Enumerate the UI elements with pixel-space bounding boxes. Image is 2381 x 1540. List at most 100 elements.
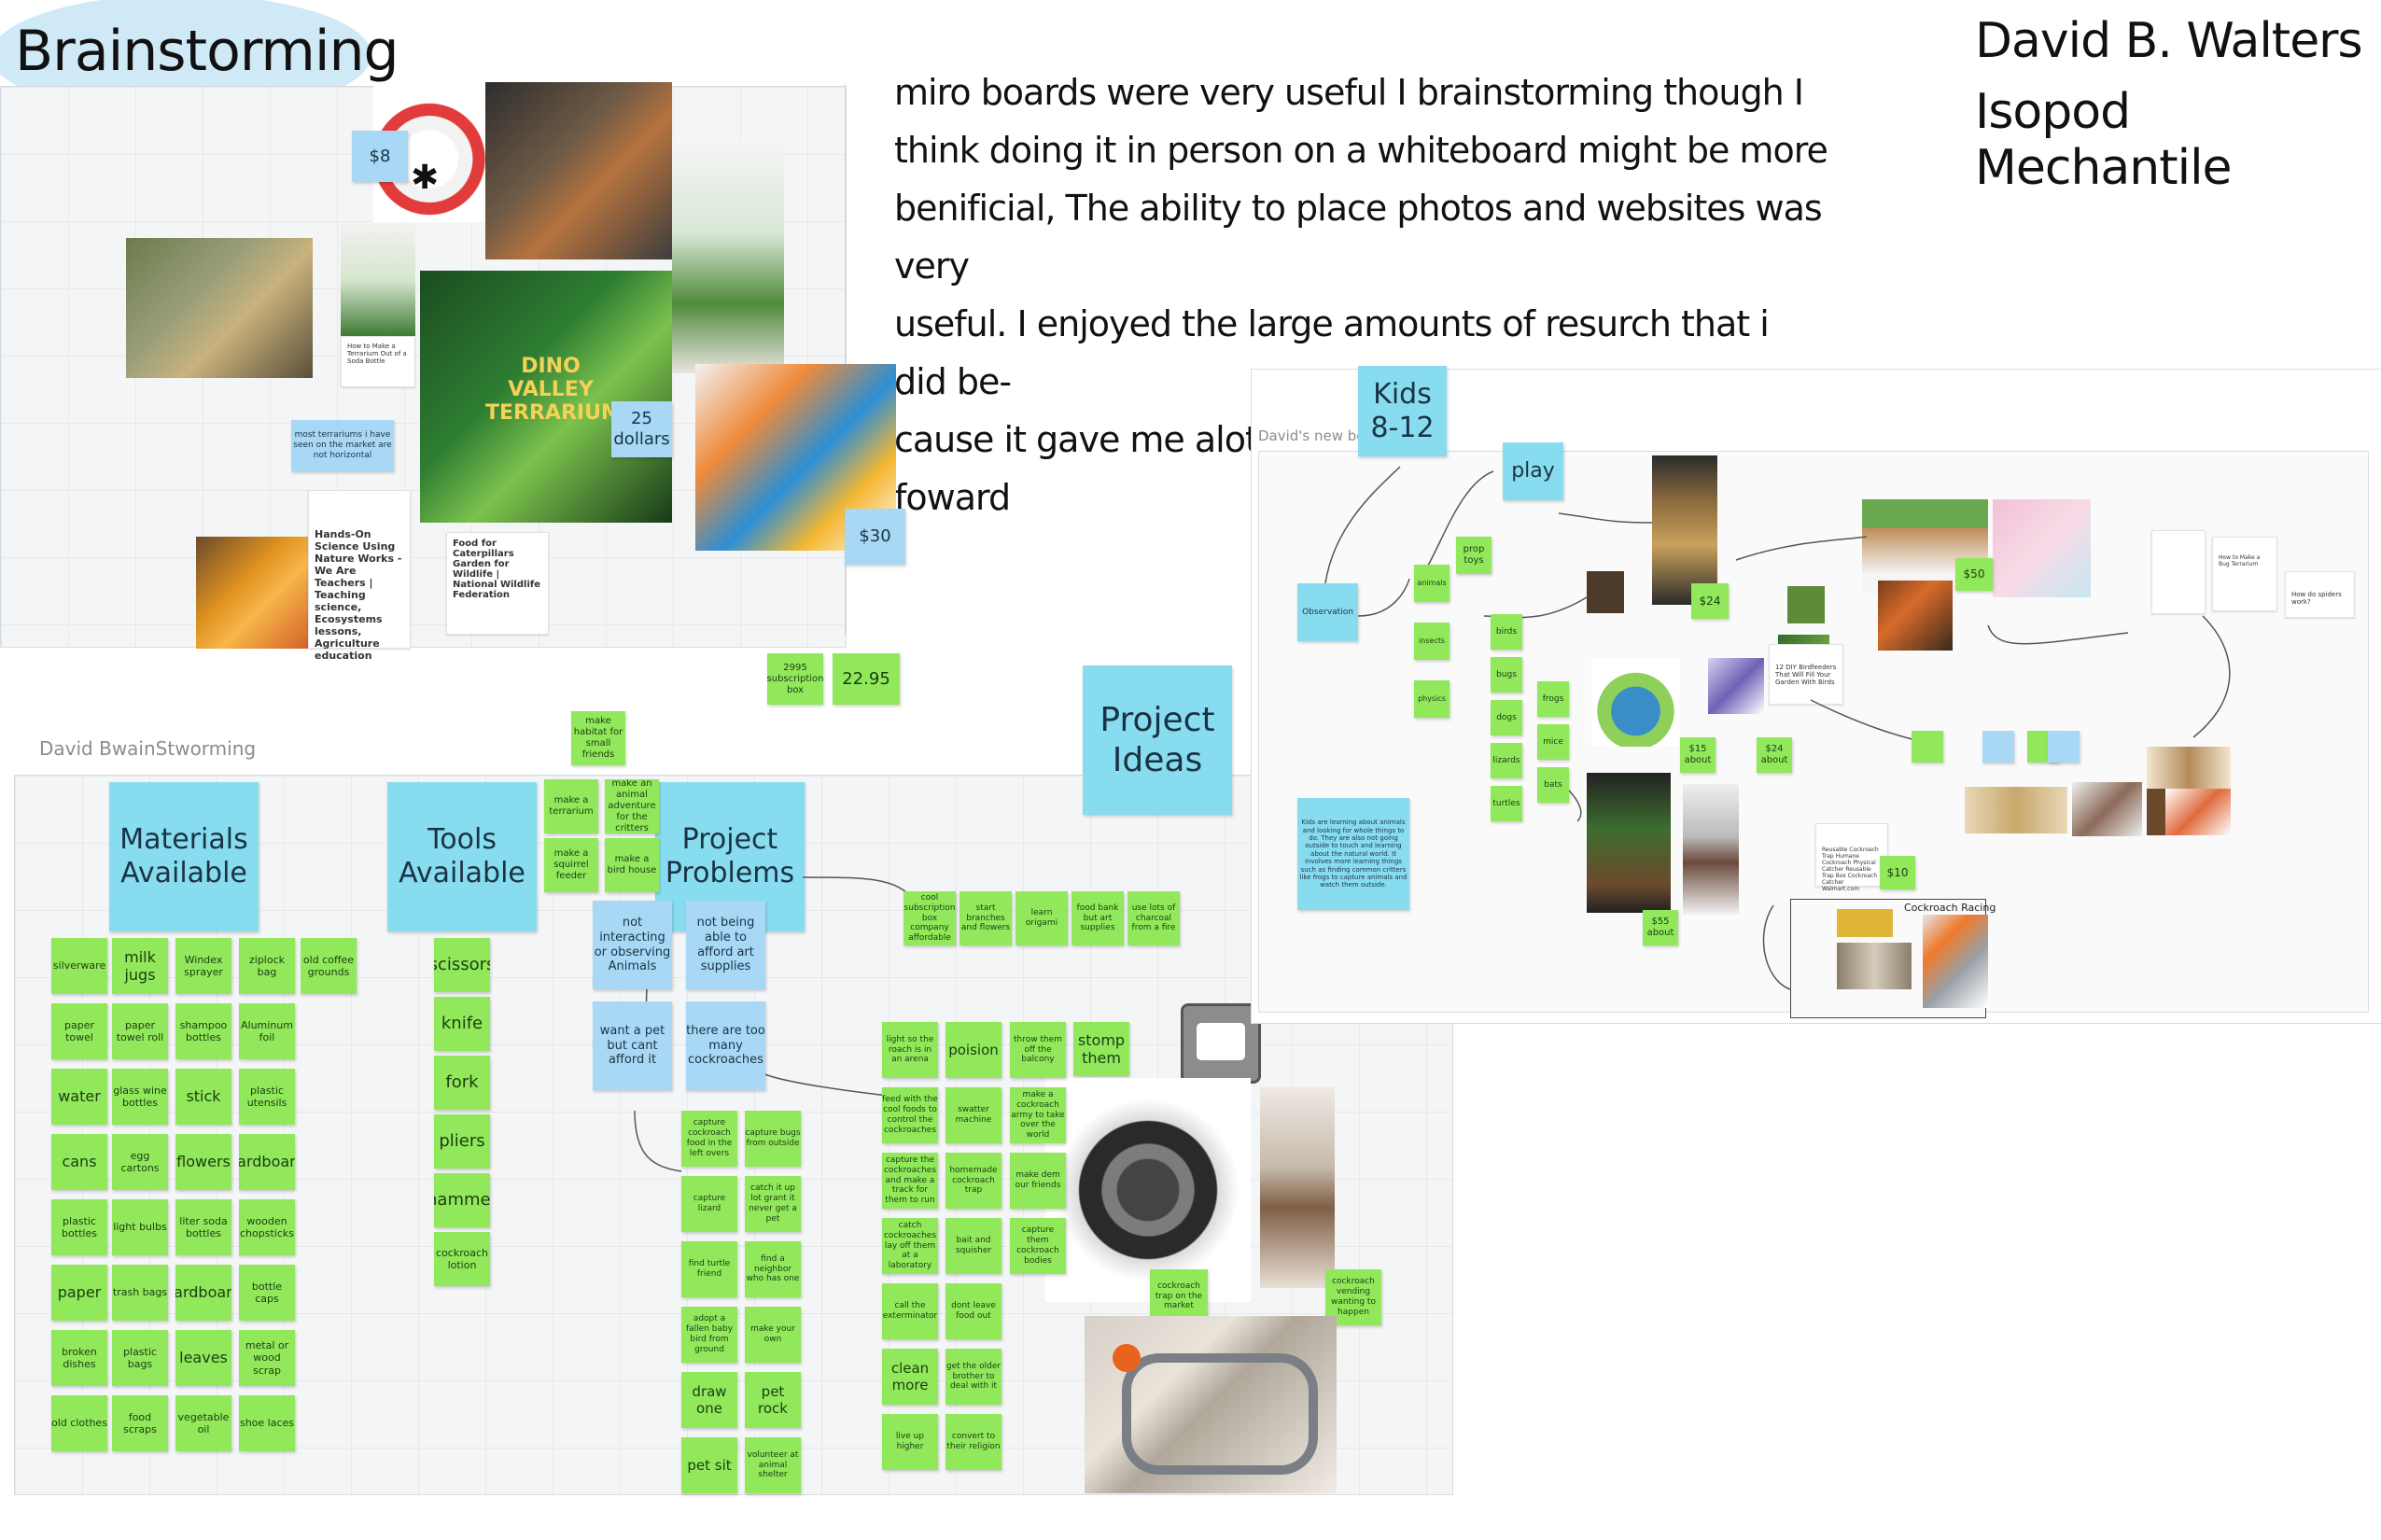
material-note[interactable]: broken dishes [51, 1330, 107, 1386]
top-idea-note[interactable]: make a squirrel feeder [544, 838, 598, 892]
material-note[interactable]: plastic utensils [239, 1069, 295, 1125]
idea-note[interactable]: capture cockroach food in the left overs [681, 1111, 737, 1167]
material-note[interactable]: cardboard [239, 1134, 295, 1190]
material-note[interactable]: plastic bags [112, 1330, 168, 1386]
material-note[interactable]: water [51, 1069, 107, 1125]
animal-node[interactable]: turtles [1491, 786, 1522, 821]
material-note[interactable]: silverware [51, 938, 107, 994]
price-note-8[interactable]: $8 [352, 131, 408, 182]
animal-node[interactable]: frogs [1537, 681, 1569, 717]
problem-note[interactable]: not being able to afford art supplies [686, 901, 765, 989]
observation-note[interactable]: Observation [1297, 583, 1358, 641]
chain-note[interactable] [1912, 731, 1943, 763]
idea-note[interactable]: homemade cockroach trap [945, 1153, 1001, 1209]
material-note[interactable]: liter soda bottles [175, 1199, 231, 1255]
reusable-trap-card[interactable]: Reusable Cockroach Trap Humane Cockroach… [1815, 823, 1888, 892]
animal-node[interactable]: bugs [1491, 657, 1522, 693]
animal-node[interactable]: lizards [1491, 743, 1522, 778]
idea-note[interactable]: bait and squisher [945, 1218, 1001, 1274]
idea-note[interactable]: feed with the cool foods to control the … [882, 1087, 938, 1143]
idea-note[interactable]: pet rock [745, 1372, 801, 1428]
price-24b-note[interactable]: $24 about [1757, 737, 1792, 773]
idea-note[interactable]: convert to their religion [945, 1414, 1001, 1470]
material-note[interactable]: paper towel [51, 1003, 107, 1059]
material-note[interactable]: old clothes [51, 1395, 107, 1451]
price-note-30[interactable]: $30 [845, 509, 905, 565]
learn-note[interactable]: learn origami [1015, 891, 1068, 945]
idea-note[interactable]: pet sit [681, 1437, 737, 1493]
idea-note[interactable]: draw one [681, 1372, 737, 1428]
price-note-25[interactable]: 25 dollars [611, 401, 672, 457]
idea-note[interactable]: adopt a fallen baby bird from ground [681, 1307, 737, 1363]
material-note[interactable]: glass wine bottles [112, 1069, 168, 1125]
material-note[interactable]: Windex sprayer [175, 938, 231, 994]
play-note[interactable]: play [1503, 442, 1563, 500]
price-note-22[interactable]: 22.95 [833, 653, 900, 705]
material-note[interactable]: milk jugs [112, 938, 168, 994]
idea-note[interactable]: make dem our friends [1010, 1153, 1066, 1209]
material-note[interactable]: shampoo bottles [175, 1003, 231, 1059]
idea-note[interactable]: volunteer at animal shelter [745, 1437, 801, 1493]
animal-node[interactable]: bats [1537, 767, 1569, 803]
material-note[interactable]: shoe laces [239, 1395, 295, 1451]
material-note[interactable]: trash bags [112, 1265, 168, 1321]
subscription-note[interactable]: 2995 subscription box [767, 653, 823, 705]
idea-note[interactable]: get the older brother to deal with it [945, 1349, 1001, 1405]
material-note[interactable]: old coffee grounds [301, 938, 357, 994]
idea-note[interactable]: make your own [745, 1307, 801, 1363]
learn-note[interactable]: start branches and flowers [959, 891, 1012, 945]
price-10-note[interactable]: $10 [1880, 856, 1915, 889]
idea-note[interactable]: live up higher [882, 1414, 938, 1470]
material-note[interactable]: food scraps [112, 1395, 168, 1451]
price-50-note[interactable]: $50 [1955, 558, 1993, 591]
idea-note[interactable]: catch cockroaches lay off them at a labo… [882, 1218, 938, 1274]
material-note[interactable]: cans [51, 1134, 107, 1190]
price-55-note[interactable]: $55 about [1643, 910, 1678, 945]
topic-node[interactable]: insects [1414, 623, 1450, 660]
tool-note[interactable]: cockroach lotion [434, 1232, 490, 1286]
problem-note[interactable]: want a pet but cant afford it [593, 1001, 672, 1090]
animal-node[interactable]: mice [1537, 724, 1569, 760]
top-idea-note[interactable]: make an animal adventure for the critter… [605, 779, 659, 833]
idea-note[interactable]: find a neighbor who has one [745, 1241, 801, 1297]
material-note[interactable]: cardboard [175, 1265, 231, 1321]
idea-note[interactable]: light so the roach is in an arena [882, 1022, 938, 1078]
idea-note[interactable]: capture the cockroaches and make a track… [882, 1153, 938, 1209]
trap-caption[interactable]: cockroach trap on the market [1150, 1269, 1208, 1323]
material-note[interactable]: metal or wood scrap [239, 1330, 295, 1386]
vending-caption[interactable]: cockroach vending wanting to happen [1325, 1269, 1381, 1325]
soda-terrarium-card[interactable]: How to Make a Terrarium Out of a Soda Bo… [341, 336, 415, 387]
material-note[interactable]: paper towel roll [112, 1003, 168, 1059]
material-note[interactable]: ziplock bag [239, 938, 295, 994]
bug-terrarium-card[interactable]: How to Make a Bug Terrarium [2212, 537, 2277, 611]
chain-note[interactable] [2048, 731, 2080, 763]
tool-note[interactable]: knife [434, 997, 490, 1051]
material-note[interactable]: flowers [175, 1134, 231, 1190]
idea-note[interactable]: throw them off the balcony [1010, 1022, 1066, 1078]
learn-note[interactable]: food bank but art supplies [1071, 891, 1124, 945]
learn-note[interactable]: cool subscription box company affordable [903, 891, 956, 945]
ideas-header[interactable]: Project Ideas [1083, 665, 1232, 815]
kids-header[interactable]: Kids 8-12 [1358, 366, 1447, 456]
diy-birdfeeders-card[interactable]: 12 DIY Birdfeeders That Will Fill Your G… [1769, 644, 1843, 705]
idea-note[interactable]: find turtle friend [681, 1241, 737, 1297]
material-note[interactable]: egg cartons [112, 1134, 168, 1190]
problem-note[interactable]: not interacting or observing Animals [593, 901, 672, 989]
stomp-note[interactable]: stomp them [1073, 1022, 1129, 1076]
material-note[interactable]: vegetable oil [175, 1395, 231, 1451]
tool-note[interactable]: scissors [434, 938, 490, 992]
material-note[interactable]: leaves [175, 1330, 231, 1386]
top-idea-note[interactable]: make a bird house [605, 838, 659, 892]
idea-note[interactable]: capture lizard [681, 1176, 737, 1232]
idea-note[interactable]: swatter machine [945, 1087, 1001, 1143]
price-24-note[interactable]: $24 [1691, 583, 1729, 619]
idea-note[interactable]: poision [945, 1022, 1001, 1078]
market-note[interactable]: most terrariums i have seen on the marke… [291, 420, 394, 471]
material-note[interactable]: light bulbs [112, 1199, 168, 1255]
prop-toys-note[interactable]: prop toys [1456, 537, 1492, 574]
materials-header[interactable]: Materials Available [109, 782, 259, 931]
idea-note[interactable]: clean more [882, 1349, 938, 1405]
animal-node[interactable]: dogs [1491, 700, 1522, 735]
tool-note[interactable]: hammer [434, 1173, 490, 1227]
top-idea-note[interactable]: make a terrarium [544, 779, 598, 833]
